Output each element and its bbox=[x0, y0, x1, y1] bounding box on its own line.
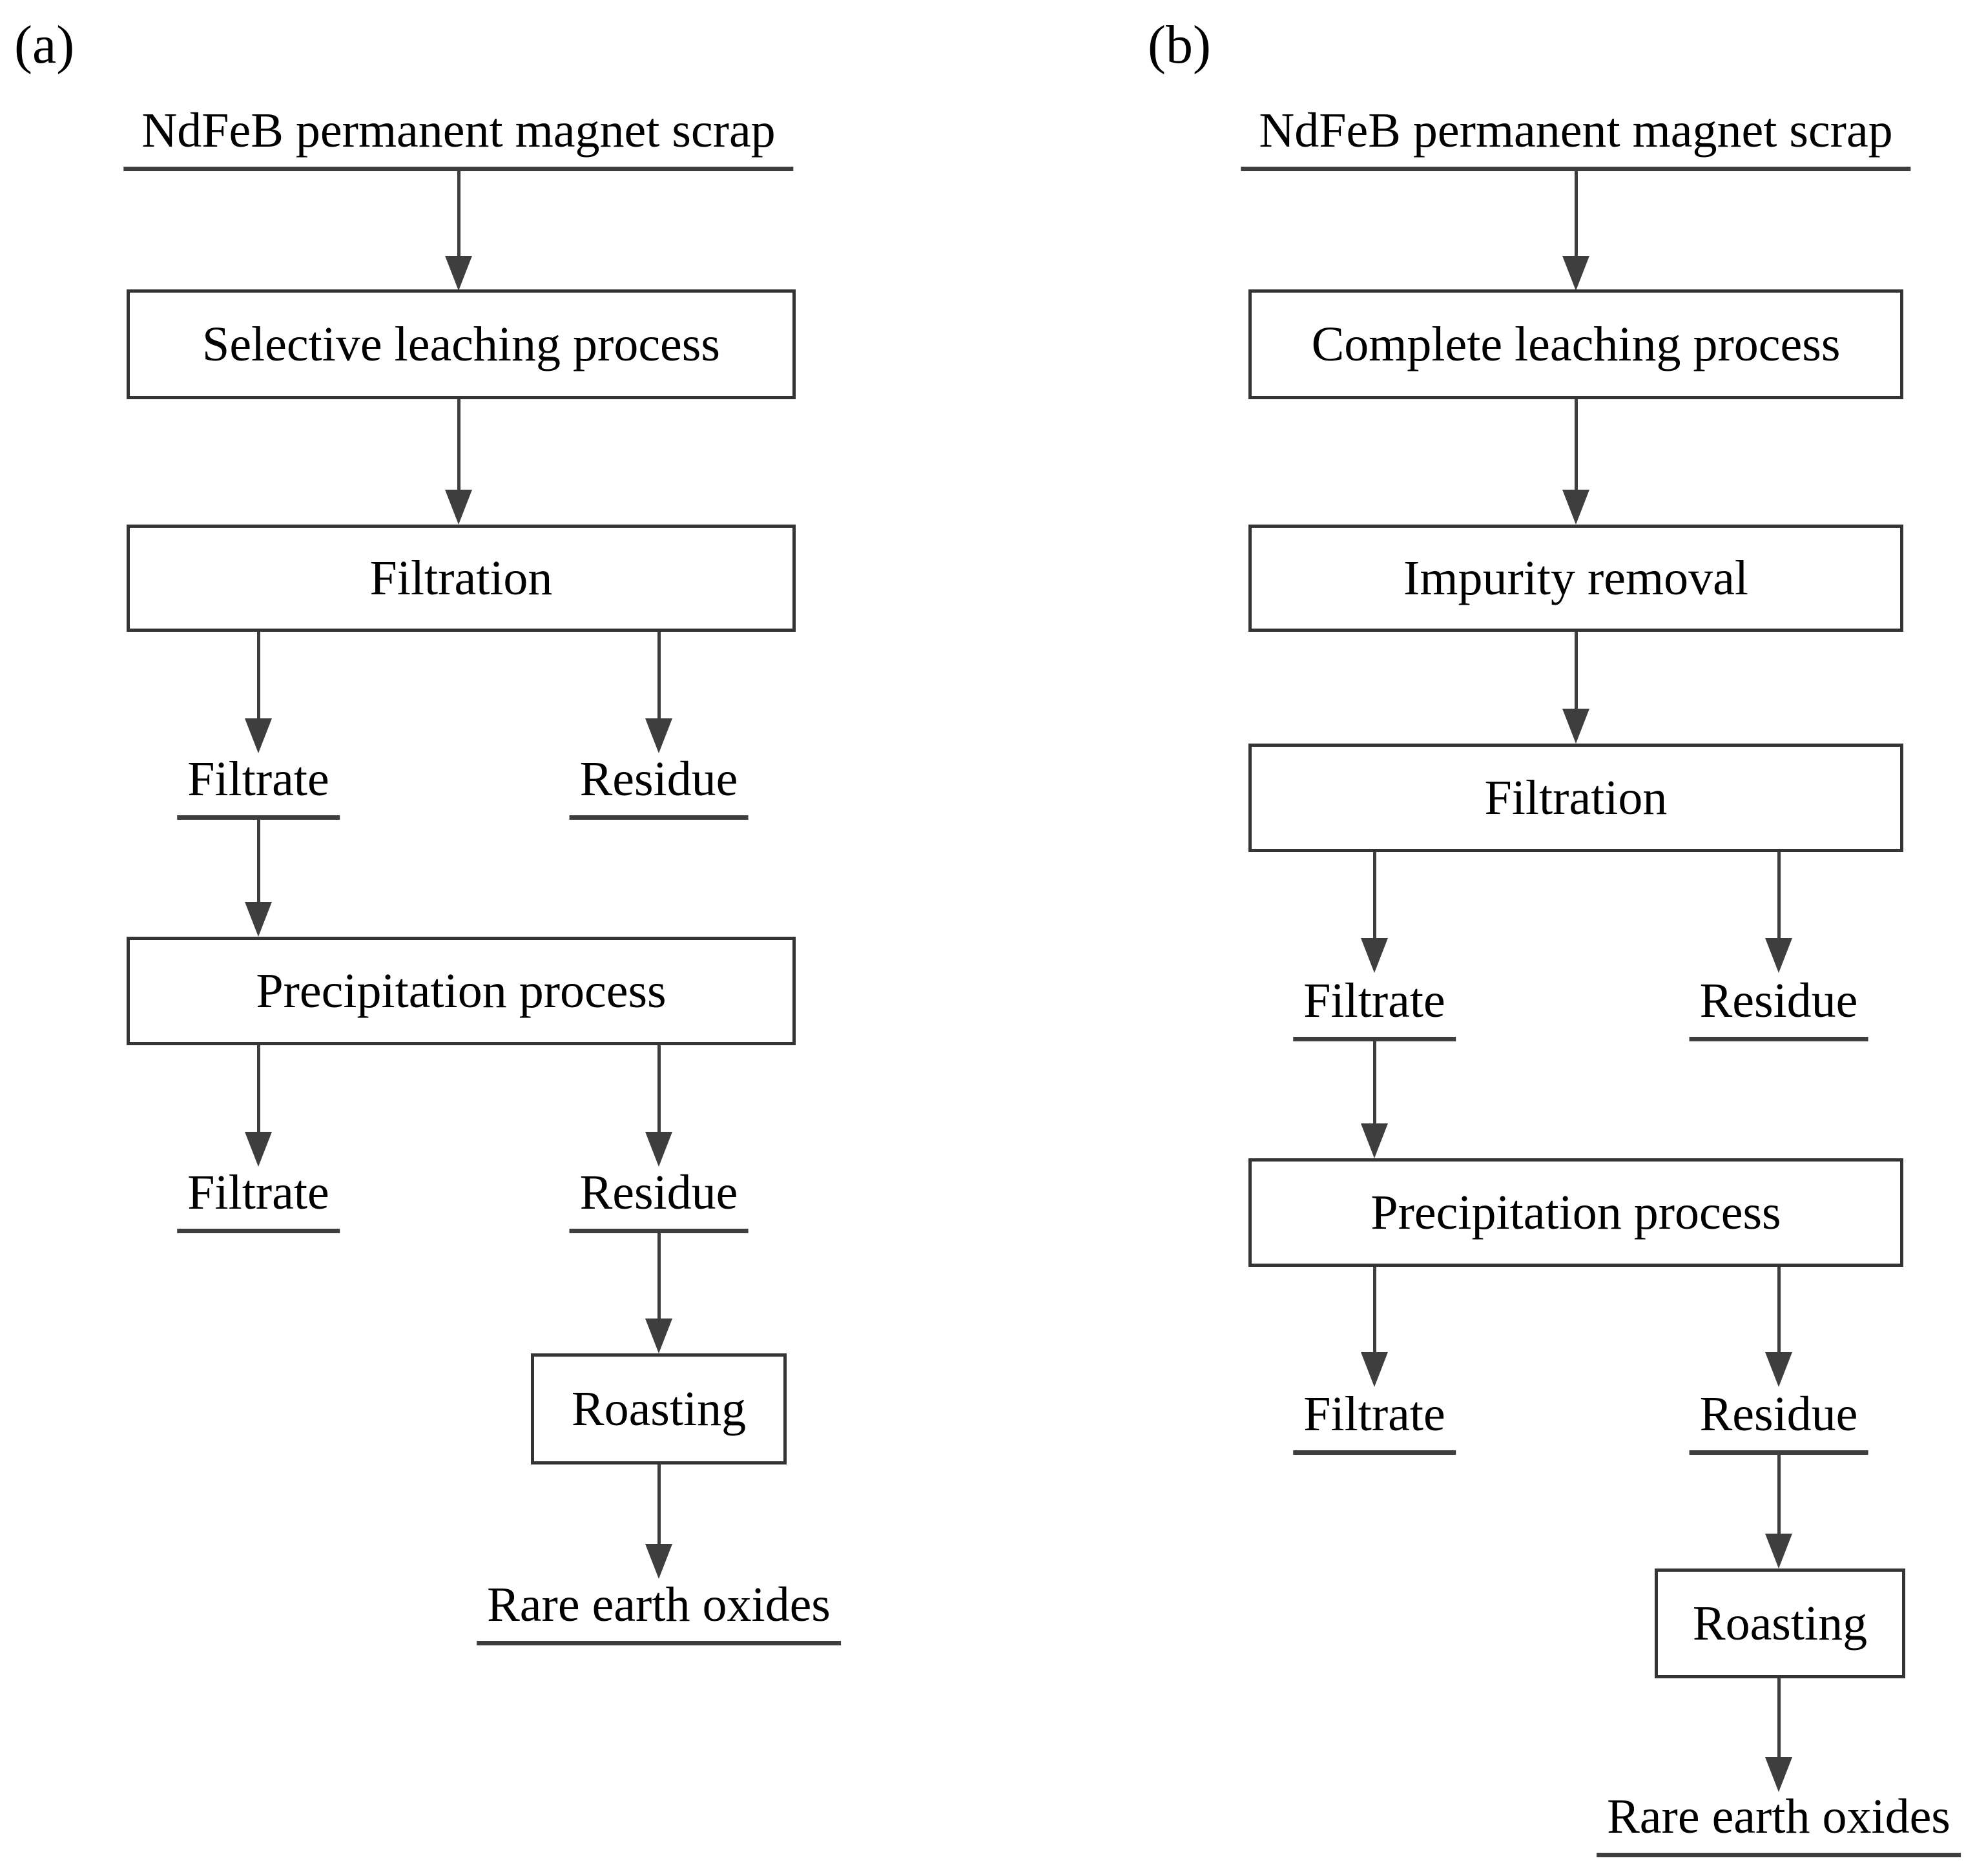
output-label-filtrate-a2: Filtrate bbox=[177, 1168, 340, 1233]
source-node-b: NdFeB permanent magnet scrap bbox=[1241, 106, 1911, 171]
panel-a-label: (a) bbox=[14, 15, 75, 75]
flow-line bbox=[1575, 399, 1578, 492]
arrowhead-icon bbox=[645, 718, 672, 753]
output-label-residue-b1: Residue bbox=[1689, 976, 1868, 1041]
output-label-filtrate-b2: Filtrate bbox=[1293, 1390, 1456, 1455]
flow-line bbox=[1575, 632, 1578, 711]
output-label-filtrate-b1: Filtrate bbox=[1293, 976, 1456, 1041]
flow-line bbox=[657, 1045, 661, 1133]
flow-line bbox=[257, 632, 260, 720]
panel-b-label: (b) bbox=[1148, 15, 1211, 75]
process-box-filtration-b: Filtration bbox=[1248, 744, 1903, 852]
flow-line bbox=[1777, 1678, 1781, 1758]
flow-line bbox=[457, 171, 460, 258]
flow-line bbox=[657, 1464, 661, 1547]
arrowhead-icon bbox=[645, 1544, 672, 1579]
process-box-precipitation-b: Precipitation process bbox=[1248, 1158, 1903, 1267]
arrowhead-icon bbox=[1361, 1352, 1388, 1387]
source-node-a: NdFeB permanent magnet scrap bbox=[123, 106, 794, 171]
arrowhead-icon bbox=[245, 902, 272, 937]
output-label-filtrate-a1: Filtrate bbox=[177, 755, 340, 820]
flow-line bbox=[1575, 171, 1578, 258]
process-box-precipitation-a: Precipitation process bbox=[127, 937, 796, 1045]
process-box-complete-leaching: Complete leaching process bbox=[1248, 289, 1903, 399]
flow-line bbox=[257, 819, 260, 903]
arrowhead-icon bbox=[1562, 709, 1589, 744]
output-label-residue-b2: Residue bbox=[1689, 1390, 1868, 1455]
arrowhead-icon bbox=[645, 1132, 672, 1167]
arrowhead-icon bbox=[1562, 490, 1589, 525]
arrowhead-icon bbox=[1765, 1534, 1792, 1569]
output-label-residue-a1: Residue bbox=[569, 755, 749, 820]
arrowhead-icon bbox=[245, 718, 272, 753]
process-box-roasting-a: Roasting bbox=[531, 1353, 787, 1464]
arrowhead-icon bbox=[1765, 1757, 1792, 1792]
process-box-selective-leaching: Selective leaching process bbox=[127, 289, 796, 399]
flow-line bbox=[457, 399, 460, 492]
process-box-roasting-b: Roasting bbox=[1655, 1569, 1905, 1678]
product-label-a: Rare earth oxides bbox=[477, 1580, 841, 1645]
arrowhead-icon bbox=[445, 490, 472, 525]
flow-line bbox=[657, 1233, 661, 1319]
flow-line bbox=[657, 632, 661, 720]
flow-line bbox=[1777, 1454, 1781, 1534]
arrowhead-icon bbox=[1361, 1123, 1388, 1158]
arrowhead-icon bbox=[1765, 938, 1792, 973]
process-box-filtration-a: Filtration bbox=[127, 525, 796, 632]
flow-line bbox=[1777, 1267, 1781, 1353]
arrowhead-icon bbox=[1361, 938, 1388, 973]
product-label-b: Rare earth oxides bbox=[1597, 1792, 1961, 1857]
arrowhead-icon bbox=[645, 1318, 672, 1353]
arrowhead-icon bbox=[1765, 1352, 1792, 1387]
flow-line bbox=[257, 1045, 260, 1133]
arrowhead-icon bbox=[445, 256, 472, 291]
flow-line bbox=[1373, 1041, 1376, 1124]
arrowhead-icon bbox=[1562, 256, 1589, 291]
flow-line bbox=[1373, 1267, 1376, 1353]
process-box-impurity-removal: Impurity removal bbox=[1248, 525, 1903, 632]
flow-line bbox=[1373, 852, 1376, 940]
output-label-residue-a2: Residue bbox=[569, 1168, 749, 1233]
arrowhead-icon bbox=[245, 1132, 272, 1167]
flow-line bbox=[1777, 852, 1781, 940]
